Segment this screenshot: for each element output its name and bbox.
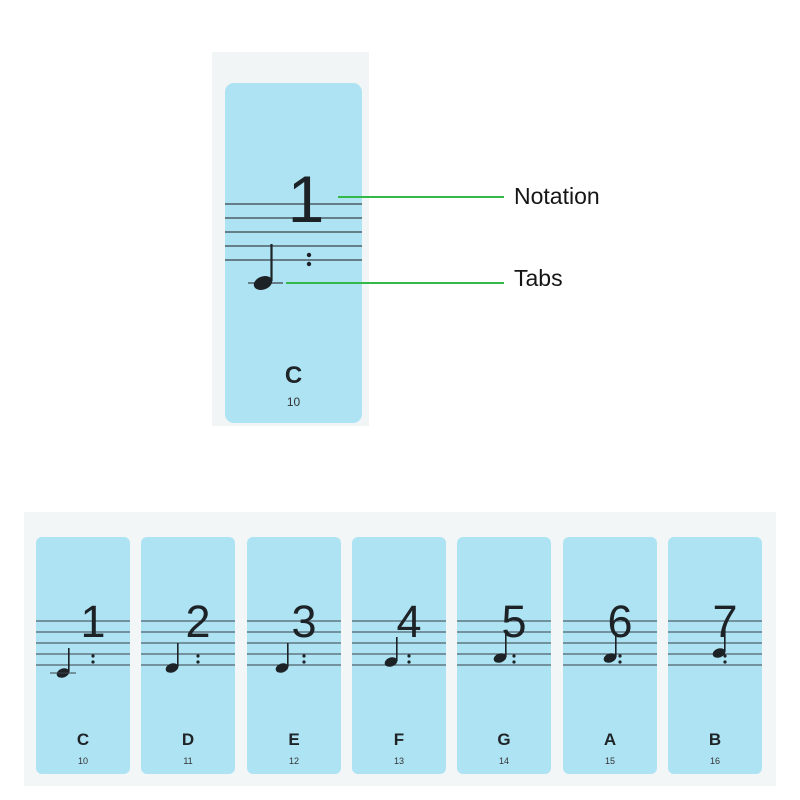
- dot-icon: [618, 654, 622, 658]
- big-note-letter: C: [284, 362, 303, 389]
- dot-icon: [723, 660, 727, 664]
- staff: [36, 620, 130, 678]
- note-index: 10: [77, 756, 88, 766]
- dot-icon: [407, 660, 411, 664]
- notation-number: 1: [80, 596, 106, 647]
- staff: [457, 620, 551, 666]
- big-note-index: 10: [286, 395, 301, 409]
- note-index: 12: [288, 756, 299, 766]
- notation-label: Notation: [514, 183, 600, 209]
- quarter-note-icon: [56, 648, 70, 678]
- note-index: 15: [604, 756, 615, 766]
- quarter-note-icon: [275, 643, 289, 673]
- note-index: 11: [183, 756, 193, 766]
- quarter-note-icon: [493, 633, 507, 663]
- staff: [563, 620, 657, 666]
- dot-icon: [302, 654, 306, 658]
- staff: [668, 620, 762, 666]
- note-letter: G: [497, 730, 511, 749]
- staff: [352, 620, 446, 667]
- notation-number: 2: [185, 596, 211, 647]
- dot-icon: [306, 252, 312, 258]
- note-index: 14: [498, 756, 509, 766]
- big-staff: [225, 203, 362, 290]
- note-letter: E: [288, 730, 300, 749]
- dot-icon: [306, 261, 312, 267]
- notation-number: 5: [501, 596, 527, 647]
- note-index: 13: [393, 756, 404, 766]
- big-note-card: 1 C 10: [225, 83, 362, 423]
- staff: [141, 620, 235, 673]
- note-letter: F: [393, 730, 405, 749]
- quarter-note-icon: [384, 637, 398, 667]
- dot-icon: [91, 654, 95, 658]
- notation-number: 3: [291, 596, 317, 647]
- note-letter: B: [708, 730, 722, 749]
- quarter-note-icon: [165, 643, 179, 673]
- dot-icon: [512, 660, 516, 664]
- dot-icon: [407, 654, 411, 658]
- tabs-callout-line: [286, 282, 504, 284]
- dot-icon: [302, 660, 306, 664]
- dot-icon: [618, 660, 622, 664]
- quarter-note-icon: [603, 633, 617, 663]
- notation-number: 6: [607, 596, 633, 647]
- notation-number: 7: [712, 596, 738, 647]
- tabs-label: Tabs: [514, 265, 563, 291]
- big-notation-number: 1: [287, 162, 325, 236]
- notation-number: 4: [396, 596, 422, 647]
- note-letter: D: [181, 730, 195, 749]
- dot-icon: [723, 654, 727, 658]
- dot-icon: [512, 654, 516, 658]
- dot-icon: [196, 660, 200, 664]
- staff: [247, 620, 341, 673]
- notation-callout-line: [338, 196, 504, 198]
- note-index: 16: [709, 756, 720, 766]
- dot-icon: [91, 660, 95, 664]
- note-letter: C: [76, 730, 90, 749]
- dot-icon: [196, 654, 200, 658]
- quarter-note-icon: [712, 628, 726, 658]
- note-letter: A: [603, 730, 617, 749]
- quarter-note-icon: [253, 244, 273, 290]
